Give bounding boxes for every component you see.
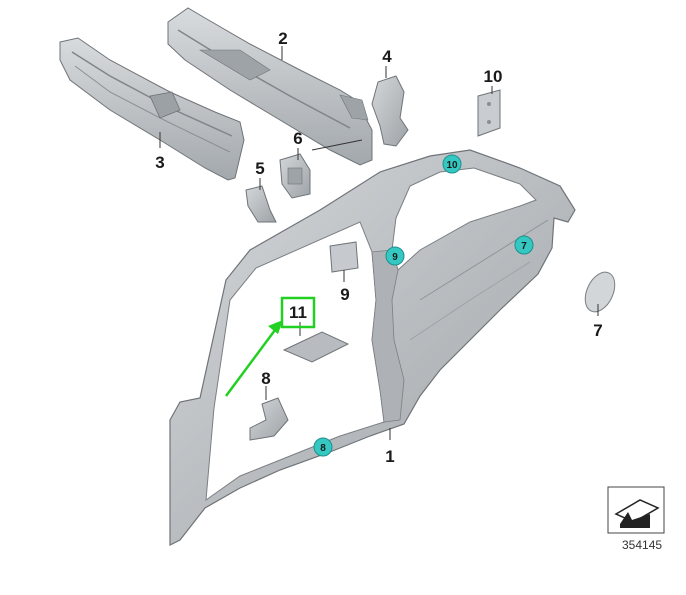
badge-8: 8: [313, 437, 333, 457]
part-4-bracket[interactable]: [371, 75, 409, 147]
part-3-roof-rail[interactable]: [59, 37, 245, 181]
leader-lines: [159, 46, 599, 440]
part-10-plate[interactable]: [477, 89, 501, 137]
callout-5: 5: [255, 159, 264, 178]
highlight-box: [280, 296, 316, 329]
part-1-side-frame[interactable]: [169, 149, 576, 546]
part-11-pad[interactable]: [282, 331, 350, 363]
callout-6: 6: [293, 129, 302, 148]
callout-2: 2: [278, 29, 287, 48]
part-5-gusset[interactable]: [245, 185, 277, 223]
badge-10: 10: [442, 154, 462, 174]
svg-text:8: 8: [320, 443, 326, 454]
badge-7: 7: [514, 235, 534, 255]
callout-1: 1: [385, 447, 394, 466]
callout-3: 3: [155, 153, 164, 172]
part-2-cross-member[interactable]: [167, 7, 373, 166]
callout-4: 4: [382, 47, 392, 66]
part-9-plate[interactable]: [329, 241, 359, 273]
callout-8: 8: [261, 369, 270, 388]
reference-number: 354145: [622, 538, 663, 552]
callout-10: 10: [484, 67, 503, 86]
badge-9: 9: [385, 246, 405, 266]
highlight-arrow: [224, 320, 283, 397]
svg-text:10: 10: [446, 160, 458, 171]
part-6-bracket[interactable]: [279, 153, 311, 199]
part-7-cover[interactable]: [579, 267, 620, 316]
svg-text:9: 9: [392, 252, 398, 263]
reference-icon: [607, 486, 665, 534]
callout-11: 11: [289, 303, 307, 322]
callout-9: 9: [340, 285, 349, 304]
callout-7: 7: [593, 321, 602, 340]
part-8-bracket[interactable]: [249, 397, 289, 441]
svg-text:7: 7: [521, 241, 527, 252]
